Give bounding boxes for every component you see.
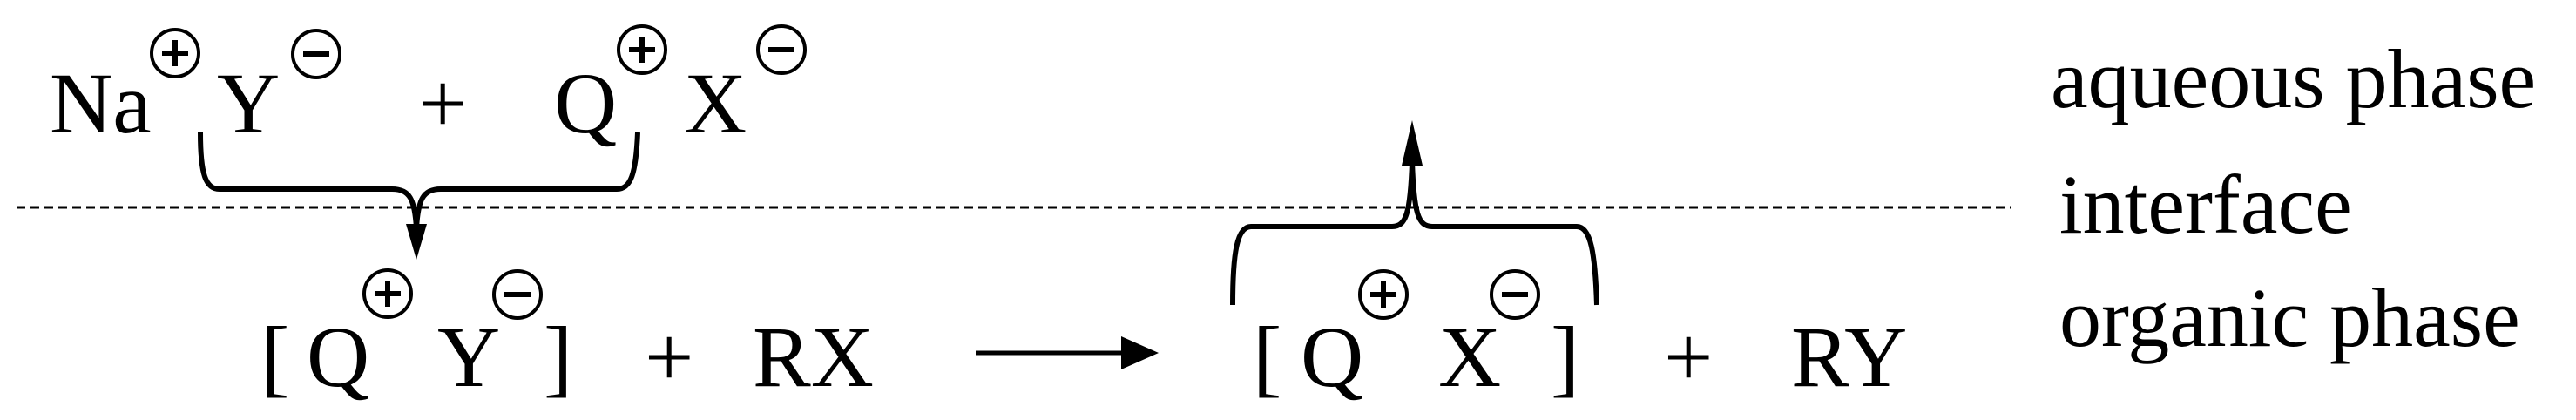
plus-sign: + (1664, 308, 1713, 405)
anion-y: Y (217, 55, 280, 152)
anion-x: X (1438, 308, 1501, 405)
negative-charge-icon (494, 271, 541, 318)
open-bracket: [ (260, 308, 289, 405)
catalyst-q: Q (1301, 308, 1363, 405)
label-organic-phase: organic phase (2059, 271, 2520, 364)
close-bracket: ] (1551, 308, 1579, 405)
close-bracket: ] (544, 308, 572, 405)
arrowhead-up (1402, 120, 1423, 166)
sodium-cation: Na (50, 55, 152, 152)
open-bracket: [ (1253, 308, 1281, 405)
positive-charge-icon (619, 26, 666, 73)
anion-y: Y (437, 308, 500, 405)
negative-charge-icon (293, 30, 340, 78)
plus-sign: + (418, 55, 467, 152)
catalyst-q: Q (307, 308, 369, 405)
brace-up-arrow (1230, 160, 1599, 306)
positive-charge-icon (152, 30, 199, 77)
catalyst-cation-q: Q (554, 55, 617, 152)
plus-sign: + (645, 308, 693, 405)
label-interface: interface (2059, 158, 2352, 251)
positive-charge-icon (1360, 271, 1407, 318)
anion-x: X (684, 55, 747, 152)
negative-charge-icon (1491, 271, 1538, 318)
arrowhead-down (406, 224, 427, 260)
label-aqueous-phase: aqueous phase (2051, 32, 2536, 125)
arrowhead-right (1121, 336, 1159, 369)
positive-charge-icon (364, 270, 411, 317)
product-ry: RY (1791, 308, 1907, 405)
reactant-rx: RX (753, 308, 874, 405)
negative-charge-icon (758, 26, 805, 73)
